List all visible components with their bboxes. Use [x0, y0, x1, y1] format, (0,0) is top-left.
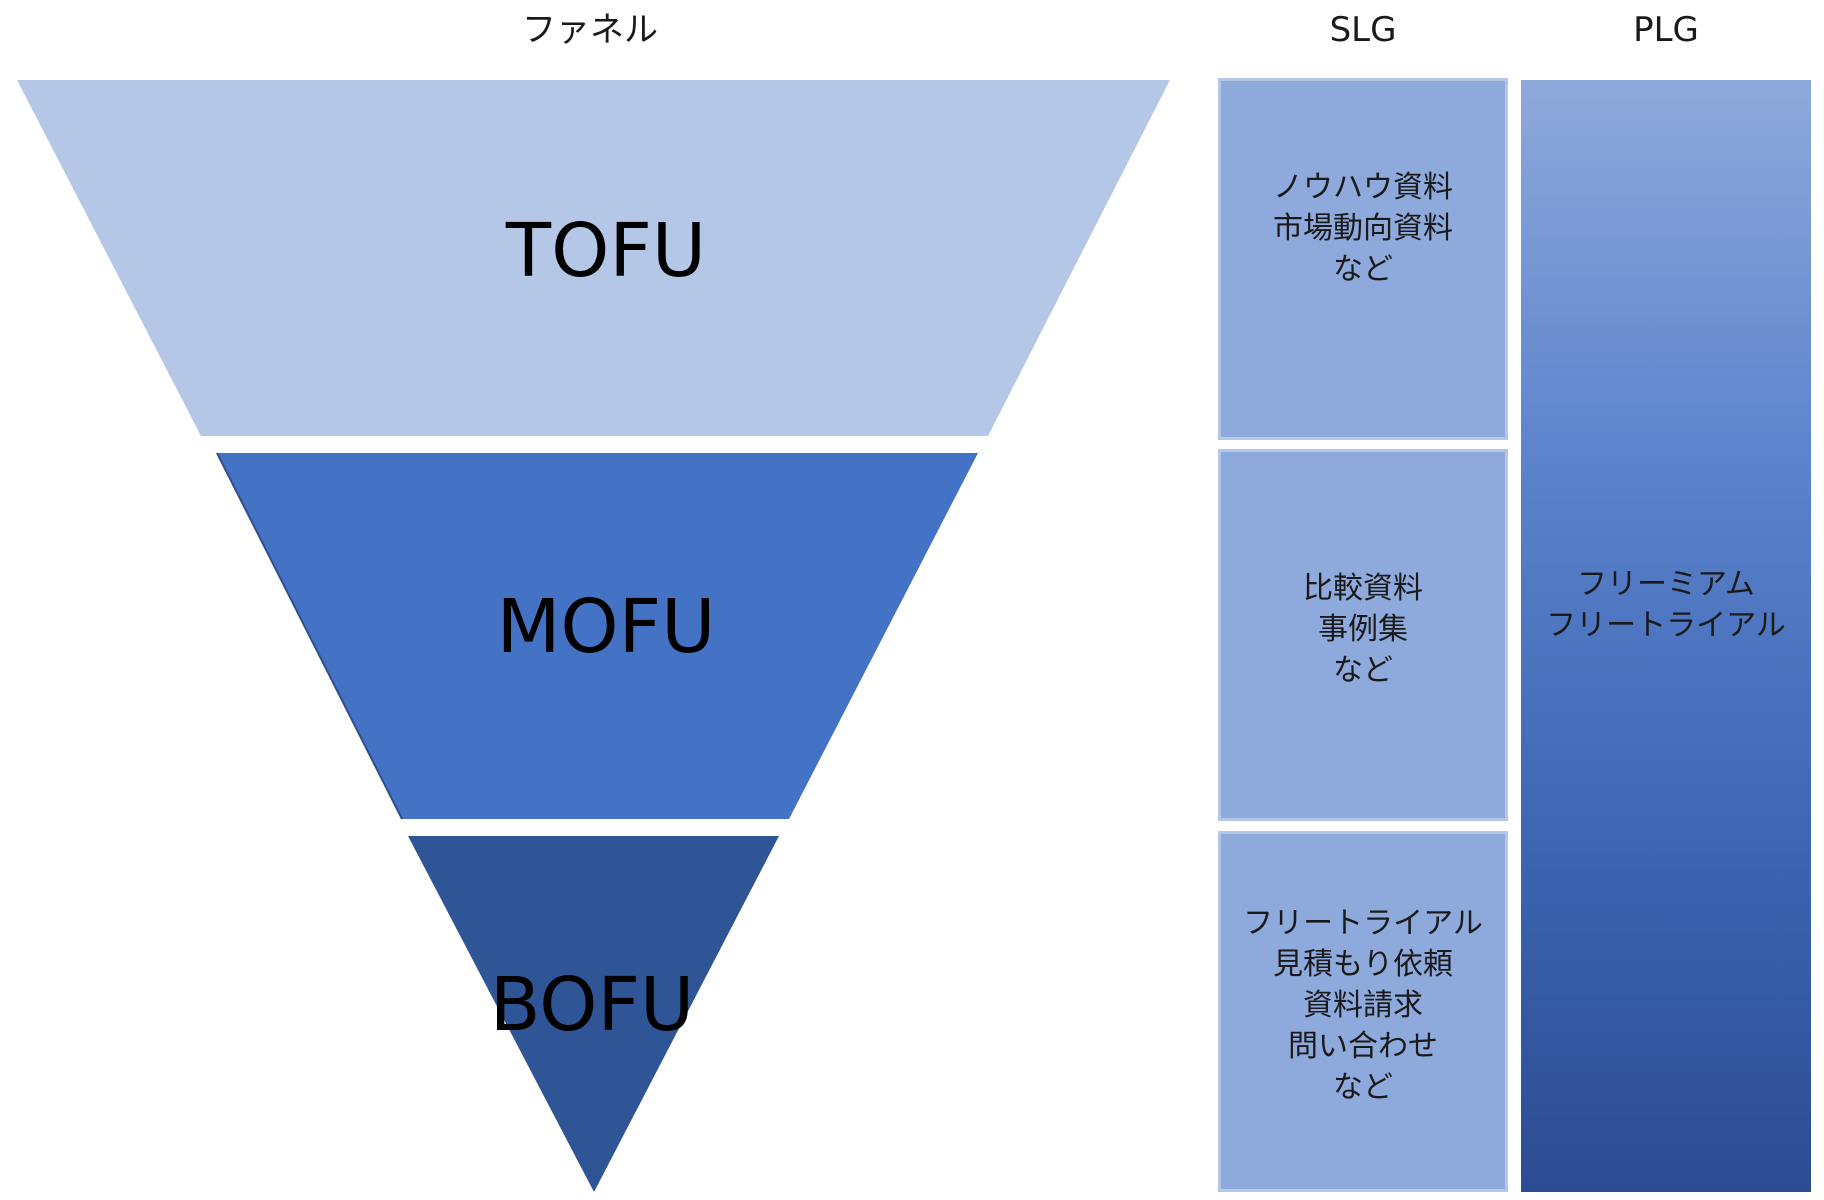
- plg-column-header: PLG: [1633, 10, 1699, 50]
- funnel-stage-label-bofu: BOFU: [490, 962, 694, 1048]
- funnel-stage-mofu: [217, 453, 978, 819]
- slg-box-bofu-text: フリートライアル 見積もり依頼 資料請求 問い合わせ など: [1243, 906, 1483, 1105]
- funnel-stage-label-mofu: MOFU: [497, 584, 716, 670]
- slg-box-mofu: 比較資料 事例集 など: [1218, 449, 1508, 821]
- funnel-stage-tofu: [17, 80, 1170, 436]
- mofu-edge-shadow: [216, 452, 403, 820]
- slg-box-tofu-text: ノウハウ資料 市場動向資料 など: [1273, 169, 1453, 287]
- slg-column-header: SLG: [1329, 10, 1397, 50]
- plg-bar: フリーミアム フリートライアル: [1521, 80, 1811, 1192]
- funnel-stage-bofu: [408, 836, 779, 1192]
- slg-box-bofu: フリートライアル 見積もり依頼 資料請求 問い合わせ など: [1218, 831, 1508, 1192]
- plg-bar-text: フリーミアム フリートライアル: [1546, 567, 1786, 643]
- slg-box-mofu-text: 比較資料 事例集 など: [1303, 570, 1423, 688]
- funnel-stage-label-tofu: TOFU: [505, 208, 706, 294]
- funnel-column-header: ファネル: [522, 10, 658, 50]
- slg-box-tofu: ノウハウ資料 市場動向資料 など: [1218, 78, 1508, 440]
